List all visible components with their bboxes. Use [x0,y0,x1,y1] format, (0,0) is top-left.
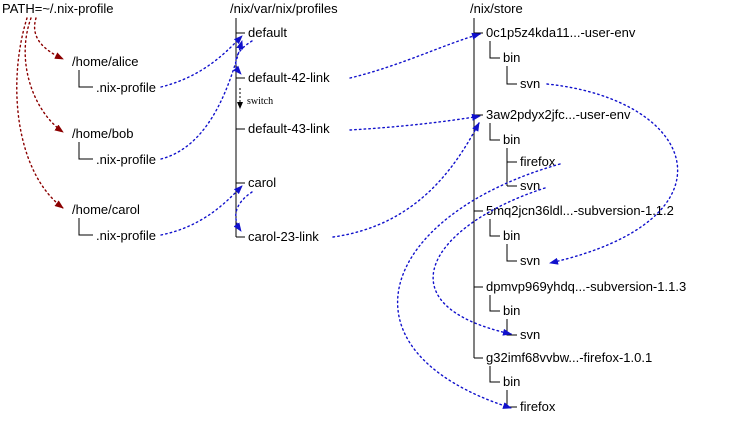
carol-nix-profile-label: .nix-profile [96,228,156,243]
store-ff101-label: g32imf68vvbw...-firefox-1.0.1 [486,350,652,365]
arrow-default42link-to-userenv42 [349,32,481,79]
store-item-env43: 3aw2pdyx2jfc...-user-env bin firefox svn [486,107,631,193]
store-item-env42: 0c1p5z4kda11...-user-env bin svn [486,25,636,91]
switch-label: switch [247,96,273,107]
arrow-env43-svn-to-subversion113-svn [432,187,546,336]
tree-connector [489,123,500,141]
store-sub113-label: dpmvp969yhdq...-subversion-1.1.3 [486,279,686,294]
home-carol-tree: /home/carol .nix-profile [72,202,156,243]
home-bob-label: /home/bob [72,126,133,141]
tree-connector [506,390,517,408]
arrow-path-to-alice [33,17,64,60]
profiles-header-label: /nix/var/nix/profiles [230,1,338,16]
store-sub113-bin-label: bin [503,303,520,318]
profile-default42-label: default-42-link [248,70,330,85]
profiles-column: /nix/var/nix/profiles default default-42… [230,1,338,244]
arrow-carol-to-carol23link [233,191,253,232]
store-sub113-svn-label: svn [520,327,540,342]
tree-connector [506,66,517,85]
home-alice-tree: /home/alice .nix-profile [72,54,156,95]
tree-connector [78,70,93,88]
tree-connector [78,218,93,236]
path-env-label: PATH=~/.nix-profile [2,1,114,16]
store-env43-svn-label: svn [520,178,540,193]
tree-connector [506,319,517,336]
arrow-path-to-carol [16,17,64,209]
store-item-subversion112: 5mq2jcn36ldl...-subversion-1.1.2 bin svn [486,203,674,268]
switch-arrow: switch [237,88,273,109]
store-column: /nix/store 0c1p5z4kda11...-user-env bin … [470,1,686,414]
store-item-firefox101: g32imf68vvbw...-firefox-1.0.1 bin firefo… [486,350,652,414]
store-ff101-bin-label: bin [503,374,520,389]
arrow-default-to-default42link [233,40,253,75]
arrow-path-to-bob [24,17,64,133]
profile-default-label: default [248,25,287,40]
arrow-bob-nixprofile-to-default [160,40,244,160]
profile-default43-label: default-43-link [248,121,330,136]
store-env43-bin-label: bin [503,132,520,147]
arrow-env42-svn-to-subversion112-svn [546,83,679,265]
profile-carol-label: carol [248,175,276,190]
arrow-env43-firefox-to-firefox101 [396,163,561,409]
profile-carol23-label: carol-23-link [248,229,319,244]
alice-nix-profile-label: .nix-profile [96,80,156,95]
home-bob-tree: /home/bob .nix-profile [72,126,156,167]
arrow-default43link-to-userenv43 [349,113,481,131]
symlink-arrows [160,32,679,409]
home-carol-label: /home/carol [72,202,140,217]
store-sub112-bin-label: bin [503,228,520,243]
store-env42-bin-label: bin [503,50,520,65]
tree-connector [489,41,500,59]
store-sub112-label: 5mq2jcn36ldl...-subversion-1.1.2 [486,203,674,218]
bob-nix-profile-label: .nix-profile [96,152,156,167]
left-column: PATH=~/.nix-profile /home/alice .nix-pro… [2,1,156,243]
tree-connector [489,219,500,237]
store-ff101-firefox-label: firefox [520,399,556,414]
tree-connector [489,366,500,383]
tree-connector [489,295,500,312]
store-env42-label: 0c1p5z4kda11...-user-env [486,25,636,40]
store-env43-firefox-label: firefox [520,154,556,169]
tree-connector [506,244,517,262]
store-sub112-svn-label: svn [520,253,540,268]
store-item-subversion113: dpmvp969yhdq...-subversion-1.1.3 bin svn [486,279,686,342]
tree-connector [78,142,93,160]
arrow-carol-nixprofile-to-carol [160,185,243,236]
home-alice-label: /home/alice [72,54,138,69]
arrow-carol23link-to-userenv43 [332,122,480,238]
store-header-label: /nix/store [470,1,523,16]
path-arrows [16,17,64,209]
store-env43-label: 3aw2pdyx2jfc...-user-env [486,107,631,122]
store-env42-svn-label: svn [520,76,540,91]
